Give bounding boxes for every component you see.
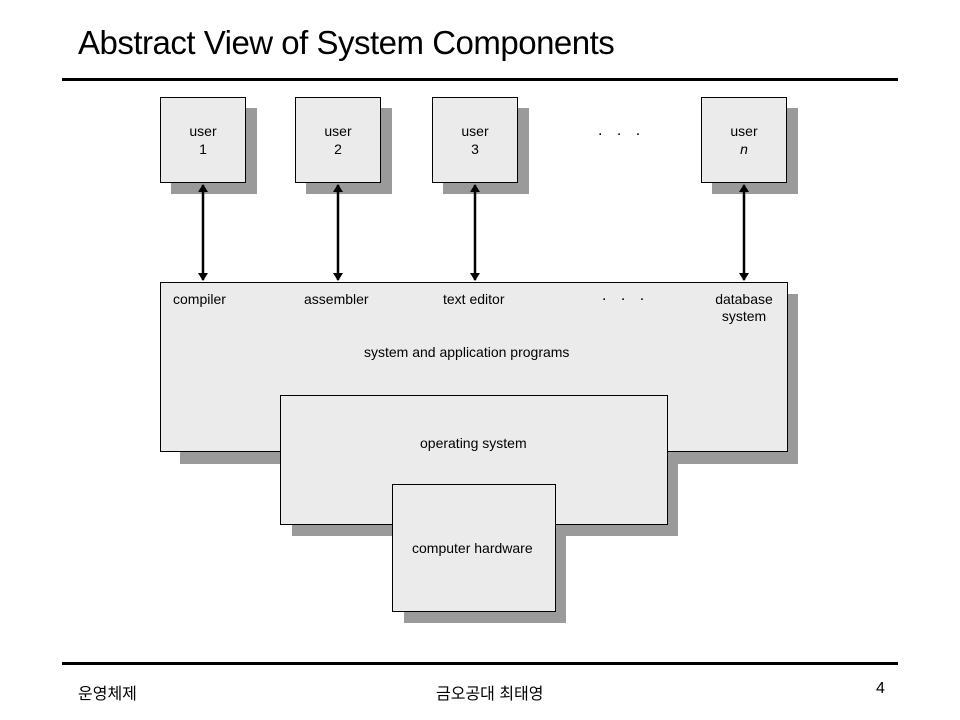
footer-rule	[62, 662, 898, 665]
compiler-label: compiler	[173, 291, 226, 307]
user-1-number: 1	[199, 141, 207, 157]
user-3-box: user 3	[432, 97, 518, 183]
user-n-box: user n	[701, 97, 787, 183]
user-2-label: user	[324, 123, 352, 139]
title-rule	[62, 78, 898, 81]
user-3-label: user	[461, 123, 489, 139]
database-line1: database	[715, 291, 773, 307]
user-2-number: 2	[334, 141, 342, 157]
user-1-box: user 1	[160, 97, 246, 183]
assembler-label: assembler	[304, 291, 369, 307]
programs-layer-label: system and application programs	[364, 344, 570, 360]
programs-ellipsis: . . .	[602, 287, 650, 304]
footer-course: 운영체제	[78, 686, 137, 703]
database-line2: system	[721, 308, 767, 324]
user-n-number: n	[740, 141, 748, 157]
user-2-box: user 2	[295, 97, 381, 183]
database-system-label: database system	[706, 291, 782, 325]
hardware-label: computer hardware	[412, 540, 533, 556]
users-ellipsis: . . .	[598, 122, 646, 139]
footer-page-number: 4	[876, 680, 885, 697]
hardware-box	[392, 484, 556, 612]
footer-author: 금오공대 최태영	[436, 686, 544, 703]
user-3-number: 3	[471, 141, 479, 157]
user-n-label: user	[730, 123, 758, 139]
text-editor-label: text editor	[443, 291, 505, 307]
user-1-label: user	[189, 123, 217, 139]
os-label: operating system	[420, 435, 527, 451]
slide-title: Abstract View of System Components	[78, 24, 615, 61]
